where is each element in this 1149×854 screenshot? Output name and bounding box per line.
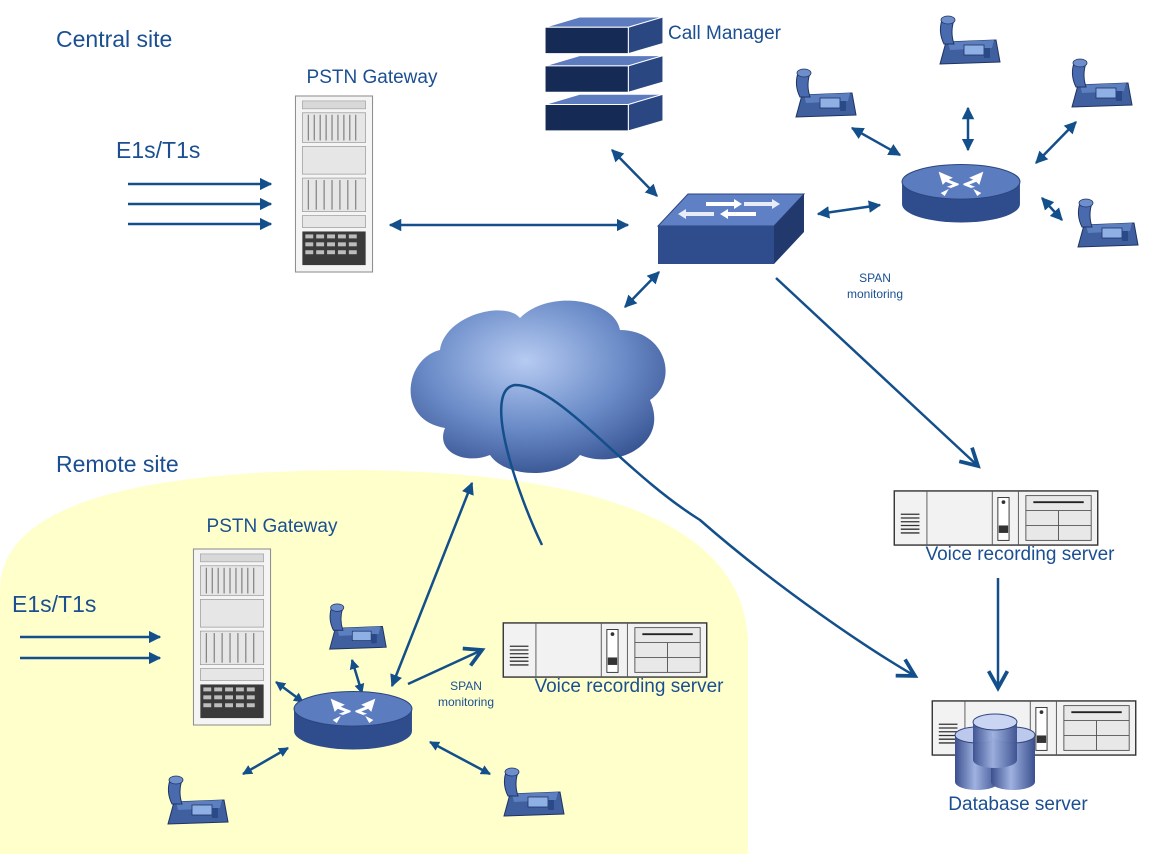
remote-span-label-2: monitoring <box>438 695 494 709</box>
switch-cloud-link <box>624 271 660 308</box>
remote-span-label-1: SPAN <box>450 679 482 693</box>
remote-site-label: Remote site <box>56 451 179 477</box>
central-switch <box>657 193 805 265</box>
central-trunk-arrows <box>128 177 273 231</box>
central-span-label-2: monitoring <box>847 287 903 301</box>
remote-router-phone-link-4 <box>429 740 491 776</box>
central-phone-4 <box>1077 198 1139 248</box>
wan-cloud <box>410 300 666 474</box>
remote-site-area <box>0 470 748 854</box>
central-phone-3 <box>1071 58 1133 108</box>
call-manager-label: Call Manager <box>668 23 782 44</box>
remote-router <box>293 690 413 750</box>
callmanager-switch-link <box>611 149 658 197</box>
remote-gateway-label: PSTN Gateway <box>207 516 338 537</box>
remote-router-phone-link-2 <box>349 659 365 694</box>
central-trunks-label: E1s/T1s <box>116 137 200 163</box>
central-site-label: Central site <box>56 26 172 52</box>
central-router <box>901 163 1021 223</box>
database-label: Database server <box>948 794 1088 815</box>
central-phone-2 <box>939 15 1001 65</box>
central-gateway-label: PSTN Gateway <box>307 67 438 88</box>
router-phone-link-1 <box>850 126 902 157</box>
database-icon <box>954 713 1036 790</box>
central-phone-1 <box>795 68 857 118</box>
call-manager-server <box>544 16 664 132</box>
central-span-arrow <box>775 277 978 466</box>
central-pstn-gateway-rack <box>294 95 374 273</box>
remote-pstn-gateway-rack <box>192 548 272 726</box>
remote-trunk-arrows <box>20 630 162 665</box>
remote-to-database-path <box>499 383 915 676</box>
remote-router-cloud-link <box>390 481 474 688</box>
remote-router-phone-link-1 <box>275 680 304 704</box>
router-phone-link-3 <box>1035 121 1077 164</box>
switch-router-link <box>816 200 882 219</box>
remote-trunks-label: E1s/T1s <box>12 591 96 617</box>
remote-recorder-label: Voice recording server <box>534 676 724 697</box>
remote-span-arrow <box>407 650 482 686</box>
remote-router-phone-link-3 <box>242 746 289 776</box>
router-phone-link-4 <box>1041 197 1063 221</box>
central-voice-recording-server <box>893 490 1099 546</box>
central-span-label-1: SPAN <box>859 271 891 285</box>
central-recorder-label: Voice recording server <box>925 544 1115 565</box>
remote-voice-recording-server <box>502 622 708 678</box>
